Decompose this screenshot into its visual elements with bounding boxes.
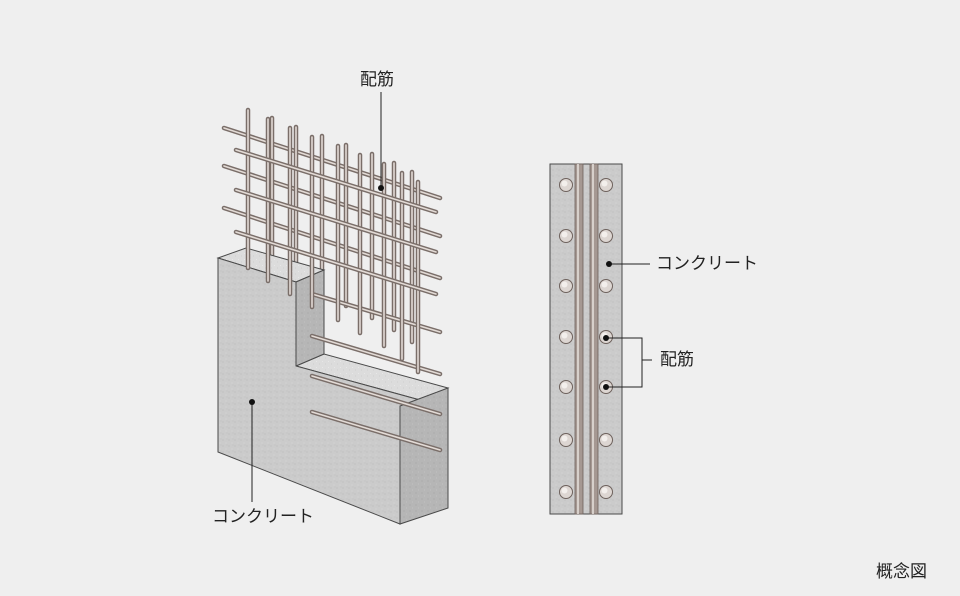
section-rebar-dot-shine-2-1 (601, 281, 608, 288)
leader-bracket-rebar-right (606, 337, 652, 388)
section-rebar-crosssections (559, 178, 613, 499)
wall-section-illustration (549, 163, 652, 515)
section-rebar-dot-shine-5-1 (601, 435, 608, 442)
leader-dot-rebar-right-1 (603, 335, 609, 341)
concrete-block (216, 247, 450, 525)
rebar-horizontal-upper-0-highlight (223, 127, 441, 199)
rebar-horizontal-front-0-highlight (235, 149, 437, 213)
leader-dot-rebar-right-2 (603, 384, 609, 390)
rebar-horizontal-front-2-highlight (235, 231, 437, 295)
label-rebar-right: 配筋 (660, 350, 694, 370)
label-concrete-right: コンクリート (656, 254, 758, 274)
label-rebar-top: 配筋 (360, 70, 394, 90)
section-rebar-dot-shine-1-0 (561, 231, 568, 238)
section-rebar-dot-shine-2-0 (561, 281, 568, 288)
leader-dot-concrete-right (606, 261, 612, 267)
rebar-horizontal-front-1-highlight (235, 189, 437, 253)
label-concrete-left: コンクリート (212, 507, 314, 527)
leader-dot-concrete-left (249, 399, 255, 405)
section-rebar-dot-shine-1-1 (601, 231, 608, 238)
section-vertical-rebar (574, 163, 599, 515)
caption-conceptual-diagram: 概念図 (876, 562, 927, 582)
rebar-horizontal-lower-0-highlight (311, 293, 441, 333)
rebar-horizontal-lower-3-highlight (311, 411, 441, 451)
leader-dot-rebar-top (378, 185, 384, 191)
section-rebar-dot-shine-0-0 (561, 180, 568, 187)
section-rebar-dot-shine-0-1 (601, 180, 608, 187)
rebar-horizontal-lower-2-highlight (311, 375, 441, 415)
section-rebar-dot-shine-6-0 (561, 487, 568, 494)
rebar-cage-front (233, 107, 443, 453)
section-rebar-dot-shine-4-0 (561, 382, 568, 389)
section-rebar-dot-shine-3-0 (561, 332, 568, 339)
wall-3d-illustration (216, 92, 450, 525)
section-rebar-dot-shine-6-1 (601, 487, 608, 494)
section-rebar-dot-shine-5-0 (561, 435, 568, 442)
